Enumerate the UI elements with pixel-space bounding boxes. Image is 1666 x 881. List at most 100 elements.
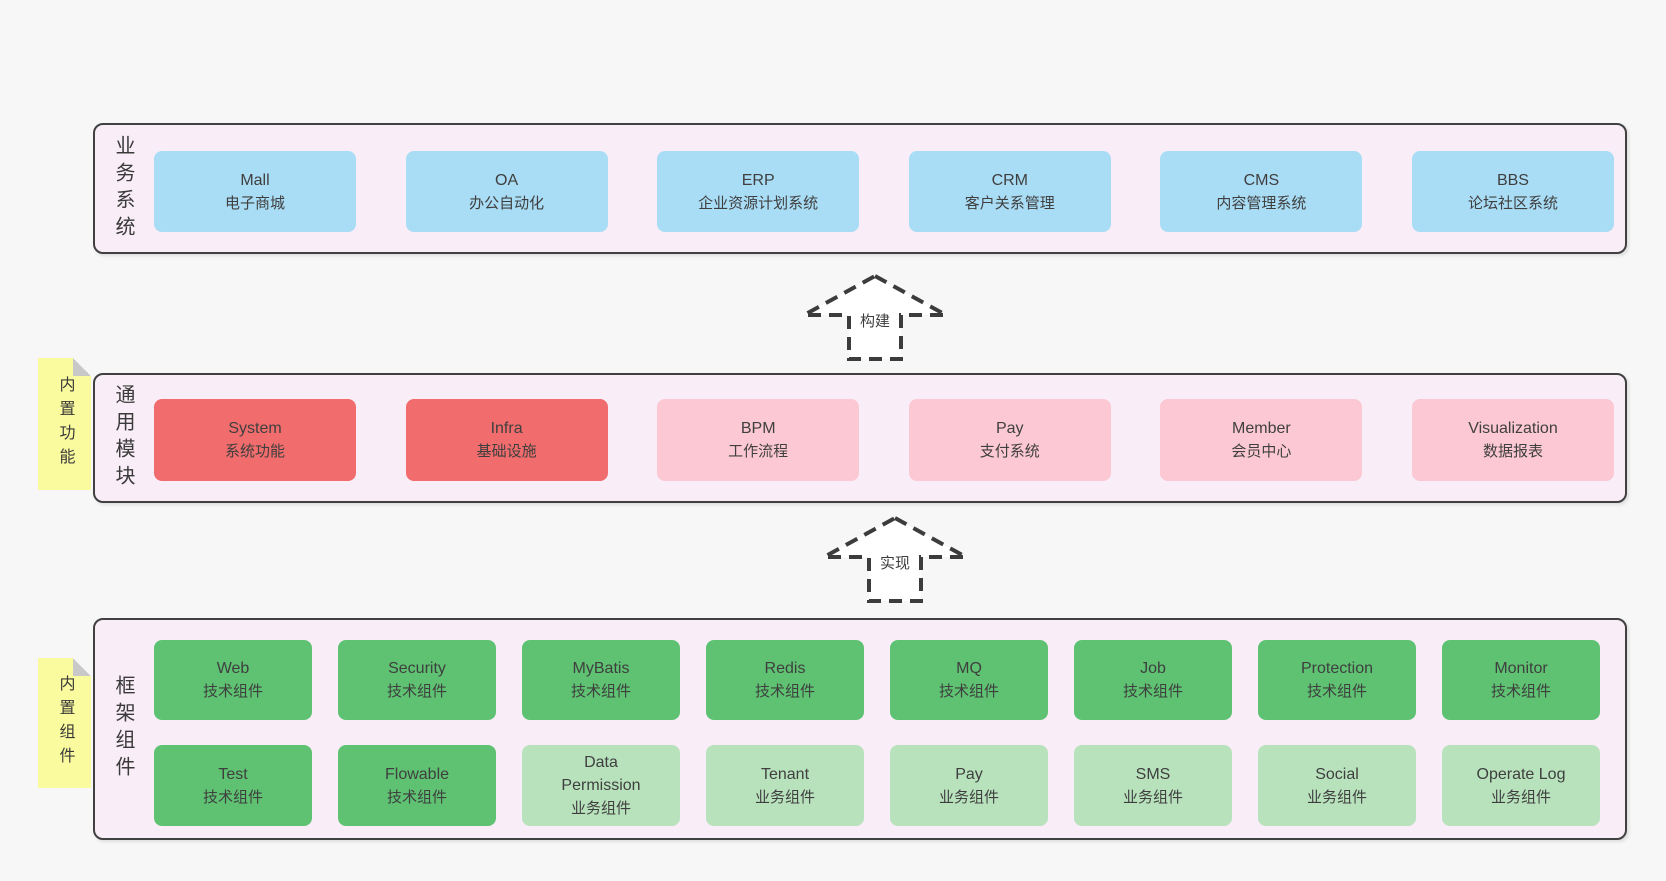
- box-oa: OA 办公自动化: [405, 151, 608, 232]
- box-title: MyBatis: [572, 660, 630, 677]
- box-pay: Pay 支付系统: [908, 399, 1111, 481]
- box-subtitle: 技术组件: [754, 683, 815, 700]
- box-title: System: [228, 420, 282, 437]
- box-crm: CRM 客户关系管理: [908, 151, 1111, 232]
- box-subtitle: 技术组件: [938, 683, 999, 700]
- box-subtitle: 技术组件: [386, 788, 447, 806]
- box-subtitle: 技术组件: [570, 683, 631, 700]
- box-title: CRM: [991, 171, 1028, 189]
- common-modules-panel: 通用模块 System 系统功能 Infra 基础设施 BPM 工作流程 Pay…: [93, 373, 1627, 503]
- box-bpm: BPM 工作流程: [657, 399, 860, 481]
- box-security: Security 技术组件: [338, 640, 496, 720]
- box-sms: SMS 业务组件: [1074, 745, 1232, 826]
- box-visualization: Visualization 数据报表: [1411, 399, 1614, 481]
- box-title: OA: [495, 171, 519, 189]
- box-title: Protection: [1300, 660, 1374, 677]
- box-subtitle: 会员中心: [1231, 443, 1292, 460]
- implement-arrow-label: 实现: [877, 554, 913, 573]
- box-subtitle: 技术组件: [1306, 683, 1367, 700]
- build-arrow: 构建: [800, 272, 950, 364]
- box-subtitle: 技术组件: [386, 683, 447, 700]
- box-title: ERP: [741, 171, 775, 189]
- box-subtitle: 数据报表: [1482, 443, 1543, 460]
- box-title: Social: [1315, 765, 1359, 783]
- box-mall: Mall 电子商城: [154, 151, 356, 232]
- box-subtitle: 客户关系管理: [964, 194, 1055, 212]
- box-title: Flowable: [384, 765, 450, 783]
- box-title: BPM: [740, 420, 776, 437]
- box-title: Pay: [955, 765, 983, 783]
- box-title: Operate Log: [1476, 765, 1566, 783]
- business-systems-panel: 业务系统 Mall 电子商城 OA 办公自动化 ERP 企业资源计划系统 CRM…: [93, 123, 1627, 254]
- box-infra: Infra 基础设施: [405, 399, 608, 481]
- box-title: Mall: [240, 171, 270, 189]
- framework-components-row-2: Test 技术组件 Flowable 技术组件 Data Permission …: [154, 745, 1600, 826]
- common-modules-row: System 系统功能 Infra 基础设施 BPM 工作流程 Pay 支付系统…: [154, 399, 1614, 481]
- box-title: Tenant: [760, 765, 810, 783]
- box-title: Visualization: [1468, 420, 1558, 437]
- box-web: Web 技术组件: [154, 640, 312, 720]
- box-operate-log: Operate Log 业务组件: [1442, 745, 1600, 826]
- box-test: Test 技术组件: [154, 745, 312, 826]
- box-subtitle: 办公自动化: [469, 194, 545, 212]
- box-title: Infra: [490, 420, 523, 437]
- box-pay-biz: Pay 业务组件: [890, 745, 1048, 826]
- implement-arrow: 实现: [820, 514, 970, 606]
- box-redis: Redis 技术组件: [706, 640, 864, 720]
- builtin-components-note-label: 内置组件: [56, 675, 74, 771]
- box-title: BBS: [1496, 171, 1529, 189]
- box-subtitle: 业务组件: [1306, 788, 1367, 806]
- box-subtitle: 基础设施: [476, 443, 537, 460]
- box-subtitle: 论坛社区系统: [1467, 194, 1558, 212]
- box-title: Pay: [995, 420, 1024, 437]
- box-subtitle: 业务组件: [754, 788, 815, 806]
- box-title: Web: [216, 660, 250, 677]
- business-systems-label: 业务系统: [112, 134, 134, 243]
- box-title: SMS: [1135, 765, 1171, 783]
- box-title: Security: [388, 660, 446, 677]
- box-monitor: Monitor 技术组件: [1442, 640, 1600, 720]
- box-title: MQ: [956, 660, 982, 677]
- box-subtitle: 技术组件: [202, 683, 263, 700]
- box-bbs: BBS 论坛社区系统: [1411, 151, 1614, 232]
- build-arrow-label: 构建: [857, 312, 893, 331]
- box-tenant: Tenant 业务组件: [706, 745, 864, 826]
- box-social: Social 业务组件: [1258, 745, 1416, 826]
- box-title: Redis: [764, 660, 806, 677]
- box-subtitle: 内容管理系统: [1216, 194, 1307, 212]
- box-title: Data Permission: [561, 754, 641, 794]
- box-mq: MQ 技术组件: [890, 640, 1048, 720]
- framework-components-panel: 框架组件 Web 技术组件 Security 技术组件 MyBatis 技术组件…: [93, 618, 1627, 840]
- box-mybatis: MyBatis 技术组件: [522, 640, 680, 720]
- box-subtitle: 技术组件: [1122, 683, 1183, 700]
- box-member: Member 会员中心: [1160, 399, 1363, 481]
- box-title: Monitor: [1494, 660, 1548, 677]
- box-cms: CMS 内容管理系统: [1160, 151, 1363, 232]
- common-modules-label: 通用模块: [112, 384, 134, 492]
- box-subtitle: 工作流程: [728, 443, 789, 460]
- box-system: System 系统功能: [154, 399, 356, 481]
- box-subtitle: 系统功能: [224, 443, 285, 460]
- box-title: CMS: [1243, 171, 1280, 189]
- builtin-functions-note-label: 内置功能: [56, 376, 74, 472]
- box-data-permission: Data Permission 业务组件: [522, 745, 680, 826]
- box-subtitle: 业务组件: [1122, 788, 1183, 806]
- box-subtitle: 业务组件: [938, 788, 999, 806]
- business-systems-row: Mall 电子商城 OA 办公自动化 ERP 企业资源计划系统 CRM 客户关系…: [154, 151, 1614, 232]
- box-subtitle: 企业资源计划系统: [698, 194, 819, 212]
- framework-components-row-1: Web 技术组件 Security 技术组件 MyBatis 技术组件 Redi…: [154, 640, 1600, 720]
- box-job: Job 技术组件: [1074, 640, 1232, 720]
- box-subtitle: 支付系统: [979, 443, 1040, 460]
- box-subtitle: 技术组件: [202, 788, 263, 806]
- box-subtitle: 业务组件: [570, 800, 631, 817]
- box-title: Test: [218, 765, 248, 783]
- builtin-components-note: 内置组件: [38, 658, 91, 788]
- box-flowable: Flowable 技术组件: [338, 745, 496, 826]
- box-title: Member: [1232, 420, 1291, 437]
- box-subtitle: 业务组件: [1490, 788, 1551, 806]
- box-subtitle: 技术组件: [1490, 683, 1551, 700]
- box-erp: ERP 企业资源计划系统: [657, 151, 860, 232]
- box-protection: Protection 技术组件: [1258, 640, 1416, 720]
- builtin-functions-note: 内置功能: [38, 358, 91, 490]
- box-subtitle: 电子商城: [224, 194, 285, 212]
